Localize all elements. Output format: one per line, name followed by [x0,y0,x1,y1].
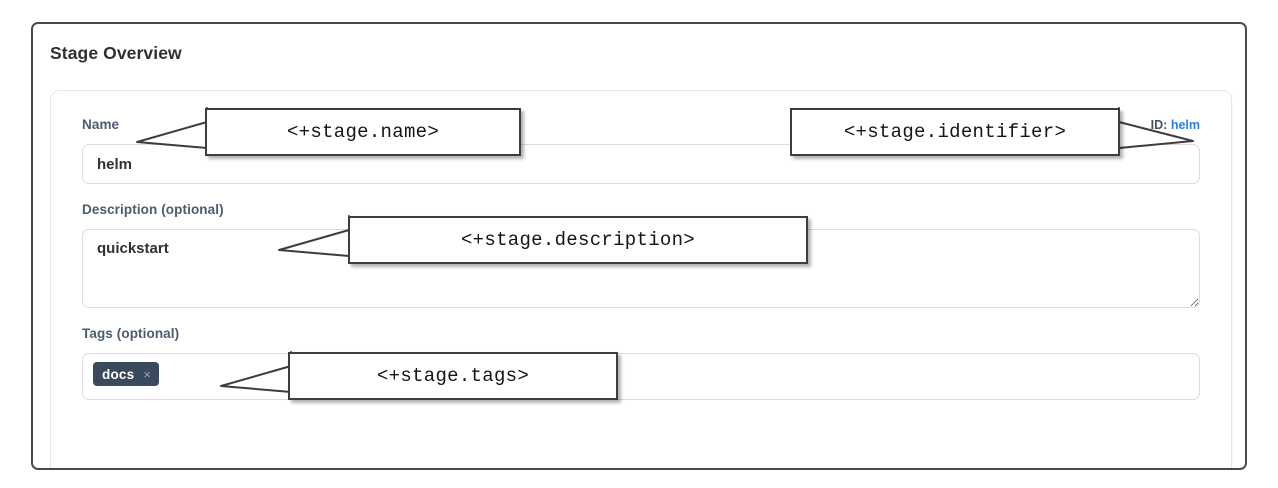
page-title: Stage Overview [50,43,182,63]
description-label: Description (optional) [82,202,224,217]
stage-identifier: ID: helm [1151,118,1200,132]
annotation-callout-stage-tags: <+stage.tags> [288,352,618,400]
identifier-prefix-label: ID: [1150,118,1168,132]
tags-label: Tags (optional) [82,326,180,341]
field-description: Description (optional) quickstart [82,202,1200,308]
stage-overview-panel: Stage Overview Name ID: helm Description… [31,22,1247,470]
tag-chip-label: docs [102,366,135,382]
callout-tail-identifier [1118,107,1194,149]
annotation-callout-stage-name: <+stage.name> [205,108,521,156]
tags-label-line: Tags (optional) [82,326,1200,346]
identifier-value-link[interactable]: helm [1170,118,1200,132]
tag-chip[interactable]: docs × [93,362,160,386]
annotation-callout-stage-description: <+stage.description> [348,216,808,264]
tag-remove-icon[interactable]: × [143,366,152,382]
name-label-line: Name ID: helm [82,117,1200,137]
spacer [82,308,1200,326]
name-label: Name [82,117,120,132]
annotation-callout-stage-identifier: <+stage.identifier> [790,108,1120,156]
description-textarea[interactable]: quickstart [82,229,1200,308]
description-label-line: Description (optional) [82,202,1200,222]
spacer [82,184,1200,202]
